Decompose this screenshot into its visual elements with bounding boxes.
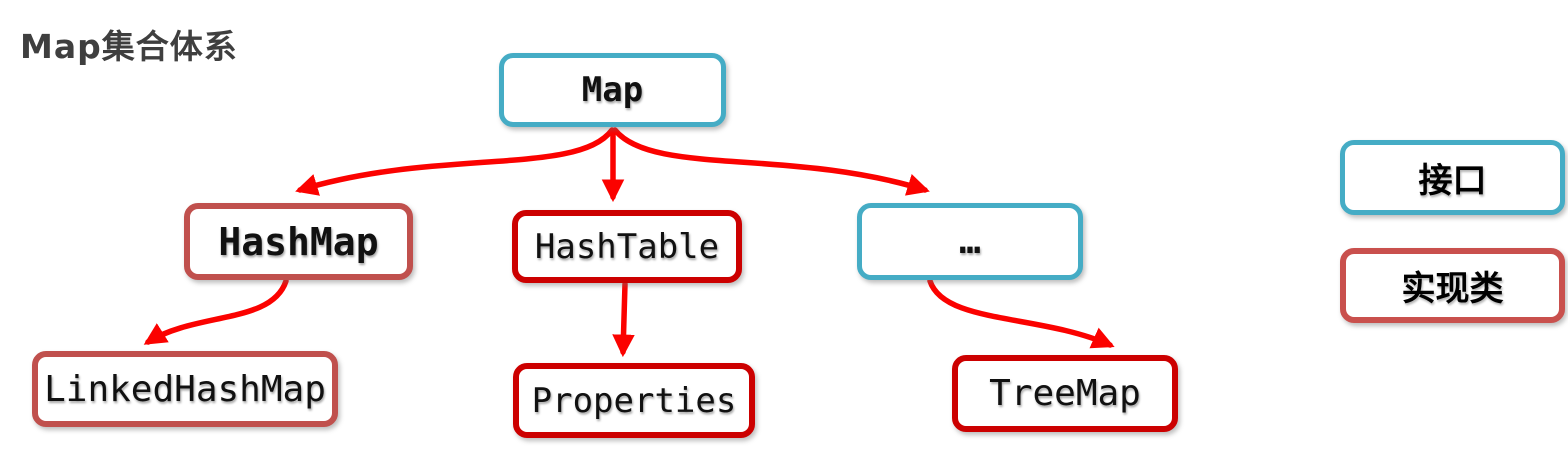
node-hashtable-label: HashTable <box>534 226 720 267</box>
node-treemap[interactable]: TreeMap <box>952 355 1178 432</box>
node-properties-label: Properties <box>531 380 737 421</box>
node-linkedhashmap[interactable]: LinkedHashMap <box>32 351 338 427</box>
legend-implementation: 实现类 <box>1340 248 1565 323</box>
arrow-map-to-hashmap <box>295 127 615 196</box>
legend-interface: 接口 <box>1340 140 1565 215</box>
node-map-label: Map <box>581 70 644 110</box>
node-hashmap[interactable]: HashMap <box>184 203 413 280</box>
legend-interface-label: 接口 <box>1418 161 1487 201</box>
node-hashtable[interactable]: HashTable <box>512 210 742 283</box>
node-ellipsis[interactable]: … <box>857 203 1083 280</box>
node-linkedhashmap-label: LinkedHashMap <box>44 368 326 410</box>
node-map[interactable]: Map <box>499 53 726 127</box>
node-properties[interactable]: Properties <box>513 363 755 438</box>
node-treemap-label: TreeMap <box>989 373 1141 414</box>
legend-implementation-label: 实现类 <box>1401 269 1504 309</box>
node-hashmap-label: HashMap <box>218 219 379 264</box>
arrow-map-to-ellipsis <box>612 127 930 196</box>
node-ellipsis-label: … <box>959 221 981 262</box>
page-title: Map集合体系 <box>20 27 238 66</box>
arrow-hashmap-to-linkedhashmap <box>143 278 289 345</box>
arrow-ellipsis-to-treemap <box>927 278 1115 349</box>
arrow-hashtable-to-properties <box>612 281 635 358</box>
